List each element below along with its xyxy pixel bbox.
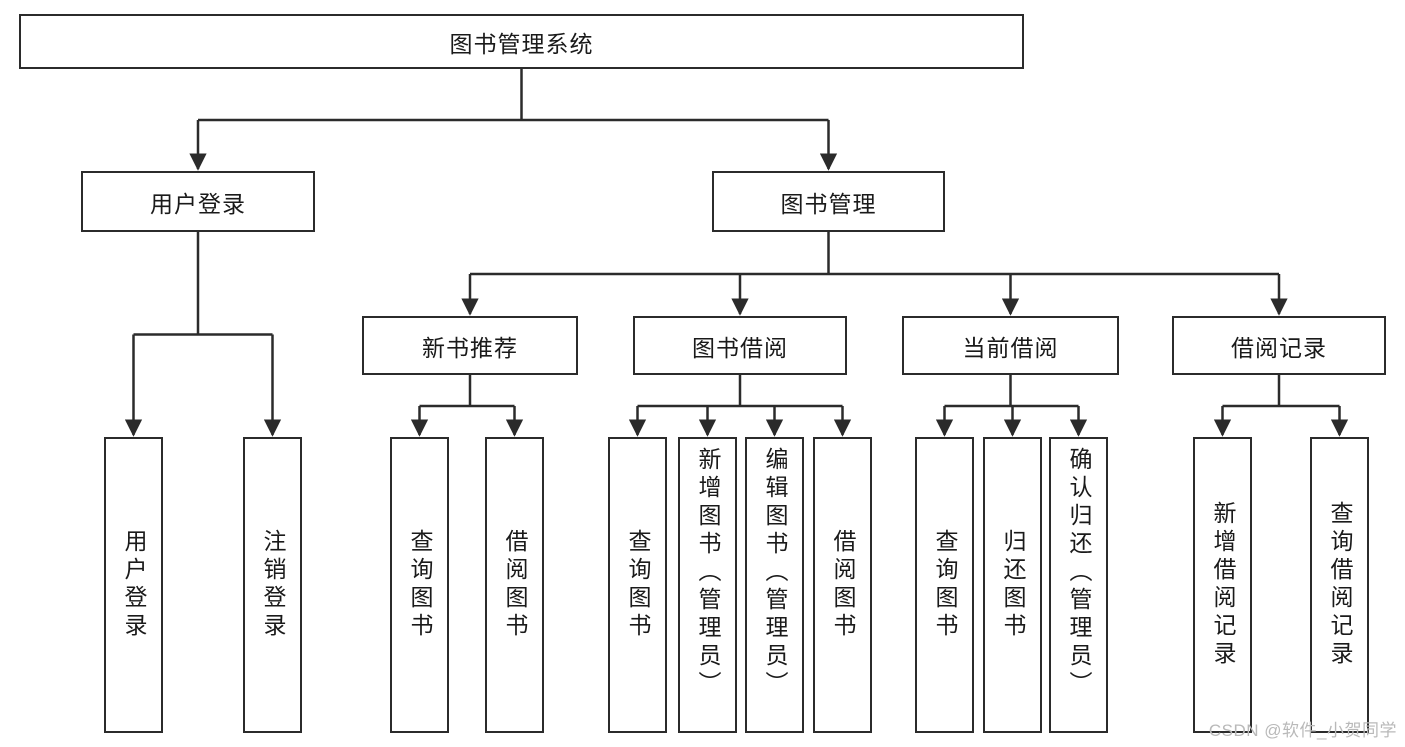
node-leaf7[interactable]: 编辑图书（管理员） (745, 437, 804, 733)
node-leaf2[interactable]: 注销登录 (243, 437, 302, 733)
node-newbook[interactable]: 新书推荐 (362, 316, 578, 375)
node-borrow[interactable]: 图书借阅 (633, 316, 847, 375)
watermark: CSDN @软件_小贺同学 (1208, 721, 1397, 740)
node-label: 图书管理 (780, 190, 877, 217)
node-label: 编辑图书（管理员） (762, 447, 788, 699)
node-leaf3[interactable]: 查询图书 (390, 437, 449, 733)
node-label: 当前借阅 (962, 334, 1059, 361)
node-label: 新增图书（管理员） (695, 447, 721, 699)
node-login[interactable]: 用户登录 (81, 171, 315, 232)
node-label: 查询借阅记录 (1327, 501, 1353, 669)
node-bookmgmt[interactable]: 图书管理 (712, 171, 945, 232)
node-leaf13[interactable]: 查询借阅记录 (1310, 437, 1369, 733)
node-label: 新增借阅记录 (1210, 501, 1236, 669)
node-label: 查询图书 (932, 529, 958, 641)
node-label: 借阅图书 (830, 529, 856, 641)
node-label: 注销登录 (260, 529, 286, 641)
node-label: 查询图书 (407, 529, 433, 641)
node-label: 查询图书 (625, 529, 651, 641)
node-leaf6[interactable]: 新增图书（管理员） (678, 437, 737, 733)
node-leaf12[interactable]: 新增借阅记录 (1193, 437, 1252, 733)
node-leaf10[interactable]: 归还图书 (983, 437, 1042, 733)
node-label: 用户登录 (150, 190, 246, 217)
node-current[interactable]: 当前借阅 (902, 316, 1119, 375)
node-label: 用户登录 (121, 529, 147, 641)
node-leaf5[interactable]: 查询图书 (608, 437, 667, 733)
node-leaf11[interactable]: 确认归还（管理员） (1049, 437, 1108, 733)
node-label: 确认归还（管理员） (1066, 447, 1092, 699)
node-leaf4[interactable]: 借阅图书 (485, 437, 544, 733)
node-root[interactable]: 图书管理系统 (19, 14, 1024, 69)
node-label: 图书管理系统 (449, 30, 594, 57)
node-label: 图书借阅 (692, 334, 788, 361)
node-records[interactable]: 借阅记录 (1172, 316, 1386, 375)
node-leaf8[interactable]: 借阅图书 (813, 437, 872, 733)
node-leaf1[interactable]: 用户登录 (104, 437, 163, 733)
node-label: 新书推荐 (422, 334, 518, 361)
node-label: 借阅记录 (1231, 334, 1327, 361)
node-label: 归还图书 (1000, 529, 1026, 641)
node-label: 借阅图书 (502, 529, 528, 641)
node-leaf9[interactable]: 查询图书 (915, 437, 974, 733)
